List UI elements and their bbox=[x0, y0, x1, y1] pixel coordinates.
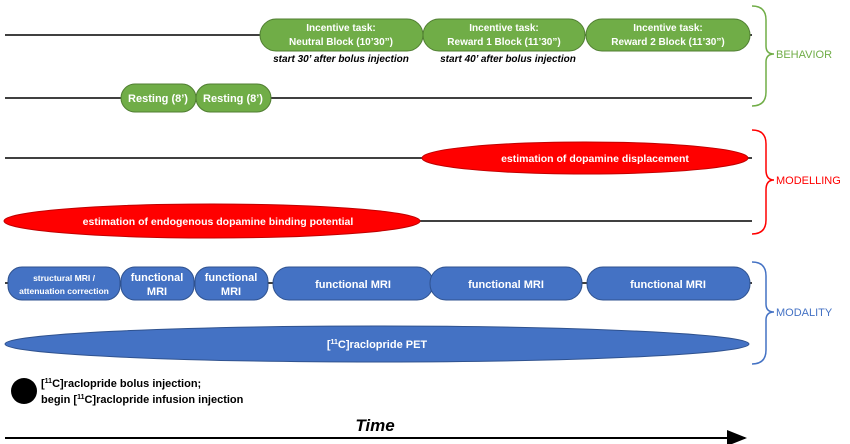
resting-2-label: Resting (8’) bbox=[203, 93, 263, 105]
functional-mri-block-1: functional MRI bbox=[272, 266, 434, 301]
functional-short-2-line1: functional bbox=[205, 272, 258, 284]
task-reward2-line1: Incentive task: bbox=[633, 23, 702, 34]
modelling-displacement-ellipse: estimation of dopamine displacement bbox=[421, 141, 749, 175]
structural-line1: structural MRI / bbox=[33, 273, 96, 283]
task-reward1-line2: Reward 1 Block (11’30”) bbox=[447, 37, 560, 48]
task-reward2-line2: Reward 2 Block (11’30”) bbox=[611, 37, 724, 48]
task-reward1-block: Incentive task: Reward 1 Block (11’30”) bbox=[422, 18, 586, 52]
task-neutral-line2: Neutral Block (10’30”) bbox=[289, 37, 393, 48]
functional-short-2-line2: MRI bbox=[221, 286, 241, 298]
functional-mri-short-1: functional MRI bbox=[120, 266, 195, 301]
functional-3-label: functional MRI bbox=[630, 279, 706, 291]
resting-block-2: Resting (8’) bbox=[195, 83, 272, 113]
functional-1-label: functional MRI bbox=[315, 279, 391, 291]
functional-mri-block-2: functional MRI bbox=[429, 266, 583, 301]
section-label-behavior: BEHAVIOR bbox=[776, 49, 832, 61]
bolus-marker-icon bbox=[11, 378, 37, 404]
brace-modality: MODALITY bbox=[751, 261, 833, 365]
legend-line2: begin [11C]raclopride infusion injection bbox=[41, 394, 244, 406]
brace-behavior: BEHAVIOR bbox=[751, 5, 832, 107]
resting-1-label: Resting (8’) bbox=[128, 93, 188, 105]
section-label-modality: MODALITY bbox=[776, 307, 833, 319]
brace-modelling: MODELLING bbox=[751, 129, 841, 235]
resting-block-1: Resting (8’) bbox=[120, 83, 197, 113]
functional-2-label: functional MRI bbox=[468, 279, 544, 291]
legend-line1: [11C]raclopride bolus injection; bbox=[41, 378, 201, 390]
pet-ellipse: [11C]raclopride PET bbox=[4, 325, 750, 363]
task-reward2-block: Incentive task: Reward 2 Block (11’30”) bbox=[585, 18, 751, 52]
task-neutral-block: Incentive task: Neutral Block (10’30”) bbox=[259, 18, 424, 52]
functional-short-1-line1: functional bbox=[131, 272, 184, 284]
task-reward1-line1: Incentive task: bbox=[469, 23, 538, 34]
modelling-binding-ellipse: estimation of endogenous dopamine bindin… bbox=[3, 203, 421, 239]
structural-line2: attenuation correction bbox=[19, 286, 109, 296]
section-label-modelling: MODELLING bbox=[776, 175, 841, 187]
note-neutral-start: start 30’ after bolus injection bbox=[273, 54, 409, 65]
functional-mri-short-2: functional MRI bbox=[194, 266, 269, 301]
time-axis-label: Time bbox=[355, 416, 394, 435]
binding-label: estimation of endogenous dopamine bindin… bbox=[83, 216, 354, 228]
note-reward1-start: start 40’ after bolus injection bbox=[440, 54, 576, 65]
displacement-label: estimation of dopamine displacement bbox=[501, 153, 689, 165]
functional-short-1-line2: MRI bbox=[147, 286, 167, 298]
functional-mri-block-3: functional MRI bbox=[586, 266, 751, 301]
task-neutral-line1: Incentive task: bbox=[306, 23, 375, 34]
pet-label: [11C]raclopride PET bbox=[327, 339, 428, 351]
structural-mri-block: structural MRI / attenuation correction bbox=[7, 266, 121, 301]
